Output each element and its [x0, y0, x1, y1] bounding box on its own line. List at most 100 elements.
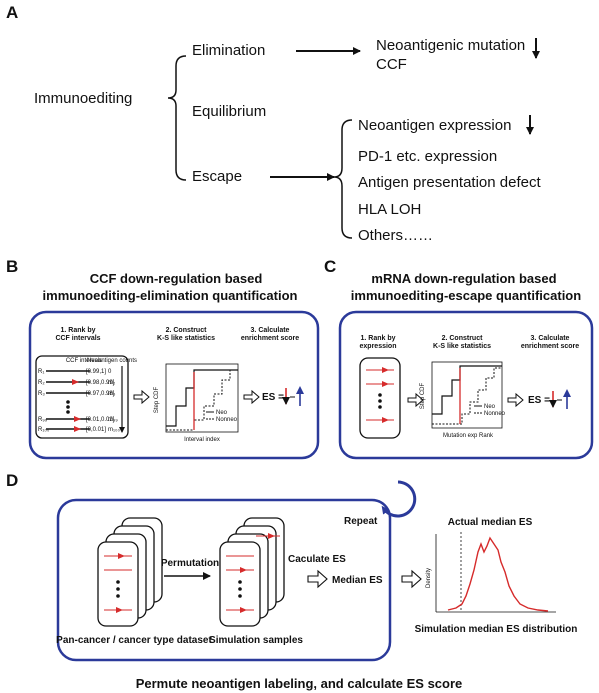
- panel-c-title-line2: immunoediting-escape quantification: [351, 288, 581, 303]
- table-header-ccf: CCF intervals: [66, 358, 102, 364]
- density-ylabel: Density: [426, 568, 432, 588]
- row-count: m₃: [108, 391, 116, 397]
- panel-d-letter: D: [6, 471, 18, 490]
- expression-ranking-box: [359, 357, 401, 439]
- panel-b: B CCF down-regulation based immunoeditin…: [6, 257, 320, 460]
- row-label: R₁₀₀: [38, 427, 50, 433]
- table-row: R₉₉ [0.01,0.02] m₉₉: [38, 416, 118, 423]
- row-label: R₃: [38, 391, 45, 397]
- b-ks-xlabel: Interval index: [184, 437, 220, 443]
- c-step2-line2: K-S like statistics: [433, 343, 491, 350]
- table-row: R₁ [0.99,1] 0: [38, 369, 112, 375]
- legend-neo-label: Neo: [216, 410, 228, 416]
- escape-item-antigen-presentation: Antigen presentation defect: [358, 174, 541, 191]
- red-marker-icon: [240, 607, 247, 613]
- b-step2-line1: 2. Construct: [166, 327, 208, 334]
- legend-neo-label: Neo: [484, 404, 496, 410]
- dataset-label: Pan-cancer / cancer type dataset: [56, 635, 212, 646]
- ellipsis-dot: [378, 393, 382, 397]
- row-count: m₉₉: [108, 417, 118, 423]
- ellipsis-dot: [238, 594, 242, 598]
- distribution-label: Simulation median ES distribution: [415, 624, 578, 635]
- ellipsis-dot: [238, 580, 242, 584]
- panel-d: D Repeat Pan-cancer / cancer type datase…: [6, 471, 577, 691]
- dataset-card-stack: [97, 517, 163, 627]
- table-row: R₃ [0.97,0.98] m₃: [38, 391, 116, 397]
- b-step1-line1: 1. Rank by: [60, 327, 95, 334]
- panel-d-footer: Permute neoantigen labeling, and calcula…: [136, 676, 463, 691]
- density-plot: Actual median ES Density: [426, 517, 556, 613]
- table-row: R₂ [0.98,0.99] m₂: [38, 379, 116, 386]
- row-interval: [0.01,0.02]: [86, 417, 115, 423]
- caculate-es-label: Caculate ES: [288, 554, 346, 565]
- c-es-label: ES =: [528, 395, 550, 406]
- ellipsis-dot: [116, 594, 120, 598]
- red-marker-icon: [382, 381, 389, 387]
- ellipsis-dot: [378, 405, 382, 409]
- median-es-label: Median ES: [332, 575, 383, 586]
- legend-nonneo-label: Nonneo: [216, 417, 238, 423]
- actual-median-label: Actual median ES: [448, 517, 533, 528]
- panel-b-frame: [28, 310, 320, 460]
- b-ks-ylabel: Step CDF: [154, 386, 160, 413]
- c-step3-line2: enrichment score: [521, 343, 579, 350]
- c-step3-line1: 3. Calculate: [531, 335, 570, 342]
- escape-item-hla-loh: HLA LOH: [358, 201, 421, 218]
- b-step1-line2: CCF intervals: [55, 335, 100, 342]
- hollow-arrow-icon: [507, 392, 524, 408]
- b-ks-axes: [165, 363, 239, 433]
- escape-item-others: Others……: [358, 227, 433, 244]
- hollow-arrow-icon: [401, 569, 422, 589]
- c-ks-ylabel: Step CDF: [420, 382, 426, 409]
- row-count: m₂: [108, 380, 116, 386]
- panel-b-title-line2: immunoediting-elimination quantification: [43, 288, 298, 303]
- row-label: R₉₉: [38, 417, 48, 423]
- c-step2-line1: 2. Construct: [442, 335, 484, 342]
- red-marker-icon: [240, 567, 247, 573]
- ellipsis-dot: [116, 587, 120, 591]
- c-ks-nonneo-curve: [432, 367, 502, 425]
- elim-item-mutation: Neoantigenic mutation: [376, 37, 525, 54]
- ranking-box: [35, 355, 129, 439]
- escape-item-neoantigen-expression: Neoantigen expression: [358, 117, 511, 134]
- simulation-card-stack: [219, 517, 285, 627]
- ccf-ranking-table: CCF intervals Neoantigen counts R₁ [0.99…: [35, 355, 137, 439]
- panel-b-letter: B: [6, 257, 18, 276]
- row-interval: [0.97,0.98]: [86, 391, 115, 397]
- hollow-arrow-icon: [243, 389, 260, 405]
- red-marker-icon: [118, 553, 125, 559]
- hollow-arrow-icon: [307, 569, 328, 589]
- c-ks-axes: [431, 361, 503, 429]
- sample-card: [219, 541, 261, 627]
- b-ks-plot: Step CDF Interval index Neo Nonneo: [154, 363, 239, 443]
- row-interval: [0,0.01]: [86, 427, 106, 433]
- elimination-label: Elimination: [192, 42, 265, 59]
- row-label: R₁: [38, 369, 44, 375]
- immunoediting-label: Immunoediting: [34, 90, 132, 107]
- c-step1-line2: expression: [360, 343, 397, 350]
- sample-card: [97, 541, 139, 627]
- simulation-label: Simulation samples: [209, 635, 303, 646]
- legend-nonneo-label: Nonneo: [484, 411, 506, 417]
- c-ks-xlabel: Mutation exp Rank: [443, 433, 494, 439]
- panel-b-title-line1: CCF down-regulation based: [90, 271, 263, 286]
- row-label: R₂: [38, 380, 45, 386]
- equilibrium-label: Equilibrium: [192, 103, 266, 120]
- panel-c: C mRNA down-regulation based immunoediti…: [324, 257, 594, 460]
- panel-d-frame: [56, 498, 392, 662]
- row-count: m₁₀₀: [108, 427, 121, 433]
- red-marker-icon: [74, 426, 81, 432]
- density-curve: [447, 536, 549, 612]
- ellipsis-dot: [66, 400, 70, 404]
- ellipsis-dot: [116, 580, 120, 584]
- elim-item-ccf: CCF: [376, 56, 407, 73]
- ellipsis-dot: [66, 405, 70, 409]
- ellipsis-dot: [66, 410, 70, 414]
- c-ks-plot: Step CDF Mutation exp Rank Neo Nonneo: [420, 361, 506, 439]
- panel-a: A Immunoediting Elimination Equilibrium …: [6, 3, 541, 244]
- escape-brace: [333, 119, 353, 239]
- panel-a-letter: A: [6, 3, 18, 22]
- red-marker-icon: [72, 379, 79, 385]
- red-marker-icon: [116, 607, 123, 613]
- b-es-label: ES =: [262, 392, 284, 403]
